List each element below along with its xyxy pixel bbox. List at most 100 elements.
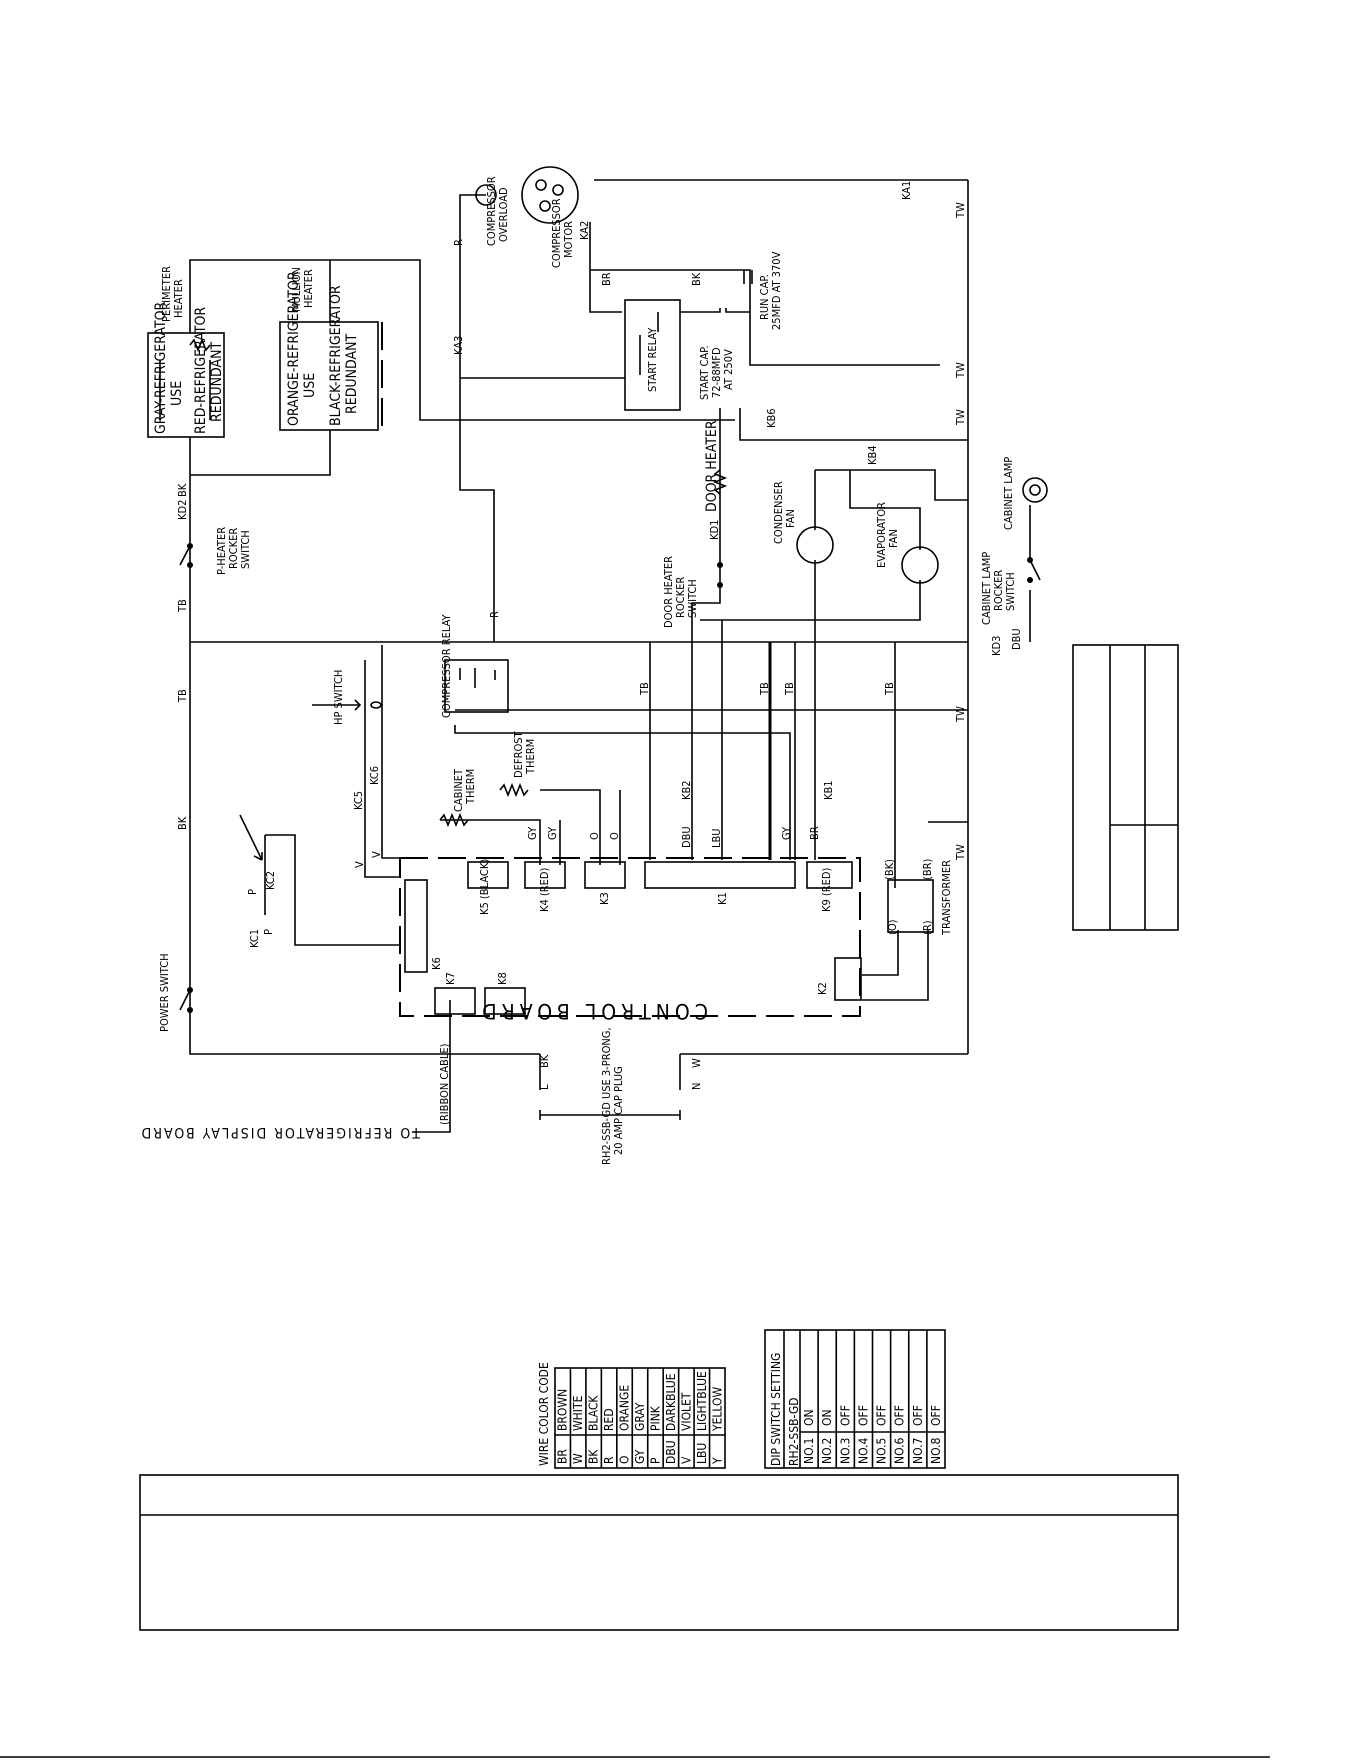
n-label: N [690,1083,703,1090]
overload-label-1: COMPRESSOR [485,176,498,246]
dbu-label-2: DBU [1010,628,1023,650]
ka2-label: KA2 [578,221,591,240]
dip-switch-title: DIP SWITCH SETTING [769,1353,783,1466]
wire-color-name: BROWN [556,1389,570,1431]
dip-switch-state: OFF [911,1405,925,1426]
p-label-1: P [246,889,259,895]
wiring [189,179,1031,1133]
tw-label-1: TW [954,202,967,219]
compressor-overload-symbol [475,184,497,206]
perimeter-heater-label-1: PERIMETER [160,266,173,322]
br-transformer-label: (BR) [921,858,934,880]
dbu-label-1: DBU [680,826,693,848]
connector-k4 [524,861,566,889]
title-block-outline [139,1474,1179,1631]
wire-therms [440,789,621,865]
thermistors [439,782,529,828]
dip-switch-state: ON [820,1409,834,1426]
k7-label: K7 [444,972,457,985]
mullion-box-line1: ORANGE-REFRIGERATOR [286,271,302,426]
mullion-heater: ORANGE-REFRIGERATOR USE BLACK-REFRIGERAT… [279,267,383,431]
door-switch-label-2: ROCKER [674,577,687,618]
wire-start-cap [680,308,750,313]
perimeter-box-line1: GRAY-REFRIGERATOR [153,302,169,434]
gy-label-1: GY [526,826,539,840]
lamp-switch-label-3: SWITCH [1004,572,1017,611]
mullion-heater-box [279,321,379,431]
o-label-2: O [608,832,621,840]
kc6-label: KC6 [368,766,381,785]
wire-color-name: ORANGE [618,1385,632,1431]
gy-label-3: GY [780,826,793,840]
cabinet-arrow [239,814,263,861]
start-cap-label-3: AT 250V [722,349,735,390]
wire-compressor-r [459,194,495,642]
gy-label-2: GY [546,826,559,840]
k8-label: K8 [496,972,509,985]
wire-color-abbr: Y [710,1457,724,1465]
tb-label-4: TB [758,682,771,696]
o-transformer-label: (O) [886,919,899,935]
start-cap-label-1: START CAP. [698,345,711,400]
bk-label-1: BK [176,483,189,497]
kd1-label: KD1 [708,520,721,540]
k5-label: K5 (BLACK) [478,859,491,915]
dip-switch-state: OFF [838,1405,852,1426]
perimeter-box-line2: USE [169,381,185,406]
wire-top-heater [189,259,735,421]
dip-switch-state: OFF [893,1405,907,1426]
bk-label-3: BK [538,1054,551,1068]
k2-label: K2 [816,982,829,995]
connector-k7 [434,987,476,1015]
wire-color-abbr: V [679,1456,693,1464]
mullion-box-line4: REDUNDANT [344,333,360,414]
mullion-box-line3: BLACK-REFRIGERATOR [328,285,344,426]
evaporator-fan-symbol [901,546,939,584]
door-heater-label: DOOR HEATER [704,420,720,512]
kb6-label: KB6 [765,408,778,428]
k9-label: K9 (RED) [820,867,833,912]
wire-transformer [862,821,968,1001]
wire-color-abbr: W [571,1453,585,1464]
condenser-label-2: FAN [784,509,797,528]
wire-color-name: GRAY [633,1402,647,1431]
bk-label-2: BK [176,816,189,830]
dip-switch-number: NO.2 [820,1438,834,1464]
lamp-switch-label-1: CABINET LAMP [980,552,993,625]
door-switch-label-1: DOOR HEATER [662,556,675,628]
connector-k1 [644,861,796,889]
power-switch-label: POWER SWITCH [158,953,171,1032]
p-heater-switch-lever [179,545,191,566]
wire-kb4 [815,469,968,501]
defrost-therm-label-1: DEFROST [512,730,525,778]
wire-color-abbr: O [618,1456,632,1465]
door-heater [712,469,728,495]
wire-compressor-relay [454,709,968,860]
perimeter-heater-box [147,332,225,438]
hp-switch-arrow [312,699,362,711]
motor-label-1: COMPRESSOR [550,198,563,268]
kb2-label: KB2 [680,780,693,800]
kb4-label: KB4 [866,445,879,465]
title-block [139,1474,1179,1631]
wire-heater-return [189,430,331,476]
dip-switch-state: OFF [875,1405,889,1426]
kd2-label: KD2 [176,500,189,520]
wire-ribbon [412,1000,451,1133]
wire-run-cap [589,222,940,366]
tb-label-2: TB [176,689,189,703]
evaporator-label-1: EVAPORATOR [875,502,888,568]
lbu-label: LBU [710,828,723,848]
door-switch-label-3: SWITCH [686,579,699,618]
dip-switch-number: NO.5 [875,1438,889,1464]
wire-color-abbr: BR [556,1449,570,1464]
tw-label-3: TW [954,409,967,426]
defrost-therm-resistor [499,782,529,798]
wire-color-abbr: GY [633,1449,647,1464]
p-heater-label-1: P-HEATER [215,527,228,575]
wire-labels: KA1 KA2 KA3 KB1 KB2 KB4 KB6 KC1 KC2 KC5 … [176,181,1023,1090]
wire-kc [264,834,400,946]
compressor-relay [444,659,509,713]
perimeter-heater: GRAY-REFRIGERATOR USE RED-REFRIGERATOR R… [147,266,225,438]
plug-label-2: 20 AMP CAP PLUG [612,1066,625,1155]
